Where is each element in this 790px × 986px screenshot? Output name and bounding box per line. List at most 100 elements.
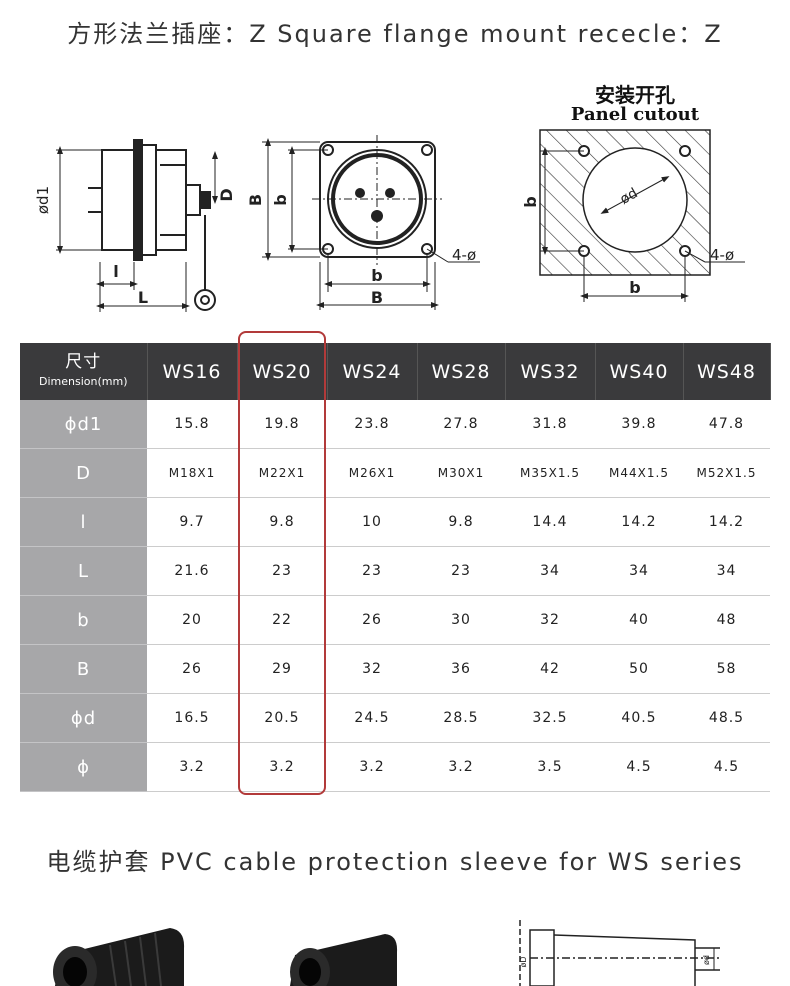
table-cell: 48 <box>683 595 770 645</box>
table-cell: M26X1 <box>327 448 417 498</box>
sleeve-drawing <box>519 920 720 986</box>
table-cell: 26 <box>327 595 417 645</box>
column-header-ws28: WS28 <box>417 343 506 400</box>
table-cell: 34 <box>505 546 595 596</box>
sleeve-photo-2 <box>290 934 398 986</box>
table-cell: M35X1.5 <box>505 448 595 498</box>
table-cell: 32 <box>327 644 417 694</box>
table-cell: 31.8 <box>505 400 595 449</box>
table-cell: 40.5 <box>595 693 683 743</box>
table-cell: 36 <box>417 644 505 694</box>
row-label: ϕ <box>20 742 147 792</box>
table-cell: M18X1 <box>147 448 237 498</box>
column-header-ws20: WS20 <box>237 343 328 400</box>
table-cell: 48.5 <box>683 693 770 743</box>
label-cutout-b-vertical: b <box>521 196 540 207</box>
row-label: ϕd1 <box>20 400 147 449</box>
table-cell: 23 <box>237 546 327 596</box>
table-cell: 32.5 <box>505 693 595 743</box>
table-cell: M30X1 <box>417 448 505 498</box>
table-cell: 32 <box>505 595 595 645</box>
cutout-title-cn: 安装开孔 <box>595 83 675 107</box>
row-label: ϕd <box>20 693 147 743</box>
cutout-title-en: Panel cutout <box>570 104 700 125</box>
section-title-sleeve: 电缆护套 PVC cable protection sleeve for WS … <box>46 848 744 876</box>
table-cell: 4.5 <box>683 742 770 792</box>
table-cell: 27.8 <box>417 400 505 449</box>
label-B-horizontal: B <box>371 288 383 307</box>
label-b-horizontal: b <box>371 266 382 285</box>
table-cell: 10 <box>327 497 417 547</box>
table-cell: 9.8 <box>417 497 505 547</box>
row-label: l <box>20 497 147 547</box>
table-cell: 21.6 <box>147 546 237 596</box>
table-cell: 9.8 <box>237 497 327 547</box>
table-cell: 58 <box>683 644 770 694</box>
front-view-dimensions <box>262 135 480 310</box>
label-sleeve-d: ød <box>702 955 711 965</box>
table-cell: 3.2 <box>327 742 417 792</box>
row-label: L <box>20 546 147 596</box>
table-cell: 23 <box>417 546 505 596</box>
label-l: l <box>113 262 118 281</box>
table-cell: 28.5 <box>417 693 505 743</box>
label-sleeve-D: øD <box>519 956 528 967</box>
row-label: B <box>20 644 147 694</box>
section-title-mount: 方形法兰插座：Z Square flange mount rececle：Z <box>67 20 723 48</box>
table-cell: 3.2 <box>237 742 327 792</box>
label-cutout-holes: 4-ø <box>710 246 734 264</box>
table-cell: 20.5 <box>237 693 327 743</box>
column-header-ws16: WS16 <box>147 343 238 400</box>
side-view <box>88 139 216 311</box>
row-label: b <box>20 595 147 645</box>
table-cell: 3.2 <box>417 742 505 792</box>
table-cell: 50 <box>595 644 683 694</box>
table-cell: 47.8 <box>683 400 770 449</box>
table-cell: 24.5 <box>327 693 417 743</box>
table-cell: 39.8 <box>595 400 683 449</box>
table-cell: M44X1.5 <box>595 448 683 498</box>
table-cell: 20 <box>147 595 237 645</box>
table-cell: 4.5 <box>595 742 683 792</box>
table-cell: 19.8 <box>237 400 327 449</box>
label-cutout-d: ød <box>617 185 640 208</box>
table-cell: 34 <box>683 546 770 596</box>
label-b-vertical: b <box>271 194 290 205</box>
table-cell: 15.8 <box>147 400 237 449</box>
table-cell: 40 <box>595 595 683 645</box>
column-header-ws48: WS48 <box>683 343 771 400</box>
table-cell: 14.2 <box>683 497 770 547</box>
column-header-ws32: WS32 <box>505 343 596 400</box>
label-L: L <box>138 288 148 307</box>
table-cell: 34 <box>595 546 683 596</box>
table-cell: M22X1 <box>237 448 327 498</box>
table-cell: 9.7 <box>147 497 237 547</box>
label-d1: ød1 <box>34 186 52 214</box>
table-cell: 23 <box>327 546 417 596</box>
table-cell: 22 <box>237 595 327 645</box>
front-view-pins <box>355 188 395 222</box>
table-cell: 42 <box>505 644 595 694</box>
label-D: D <box>217 188 236 201</box>
table-cell: 14.2 <box>595 497 683 547</box>
table-cell: 30 <box>417 595 505 645</box>
label-holes: 4-ø <box>452 246 476 264</box>
table-cell: 3.2 <box>147 742 237 792</box>
table-cell: 26 <box>147 644 237 694</box>
table-cell: 14.4 <box>505 497 595 547</box>
label-cutout-b-horizontal: b <box>629 278 640 297</box>
table-cell: 29 <box>237 644 327 694</box>
panel-cutout <box>539 129 745 302</box>
table-cell: 23.8 <box>327 400 417 449</box>
table-header-dimension: 尺寸 Dimension(mm) <box>20 343 148 400</box>
